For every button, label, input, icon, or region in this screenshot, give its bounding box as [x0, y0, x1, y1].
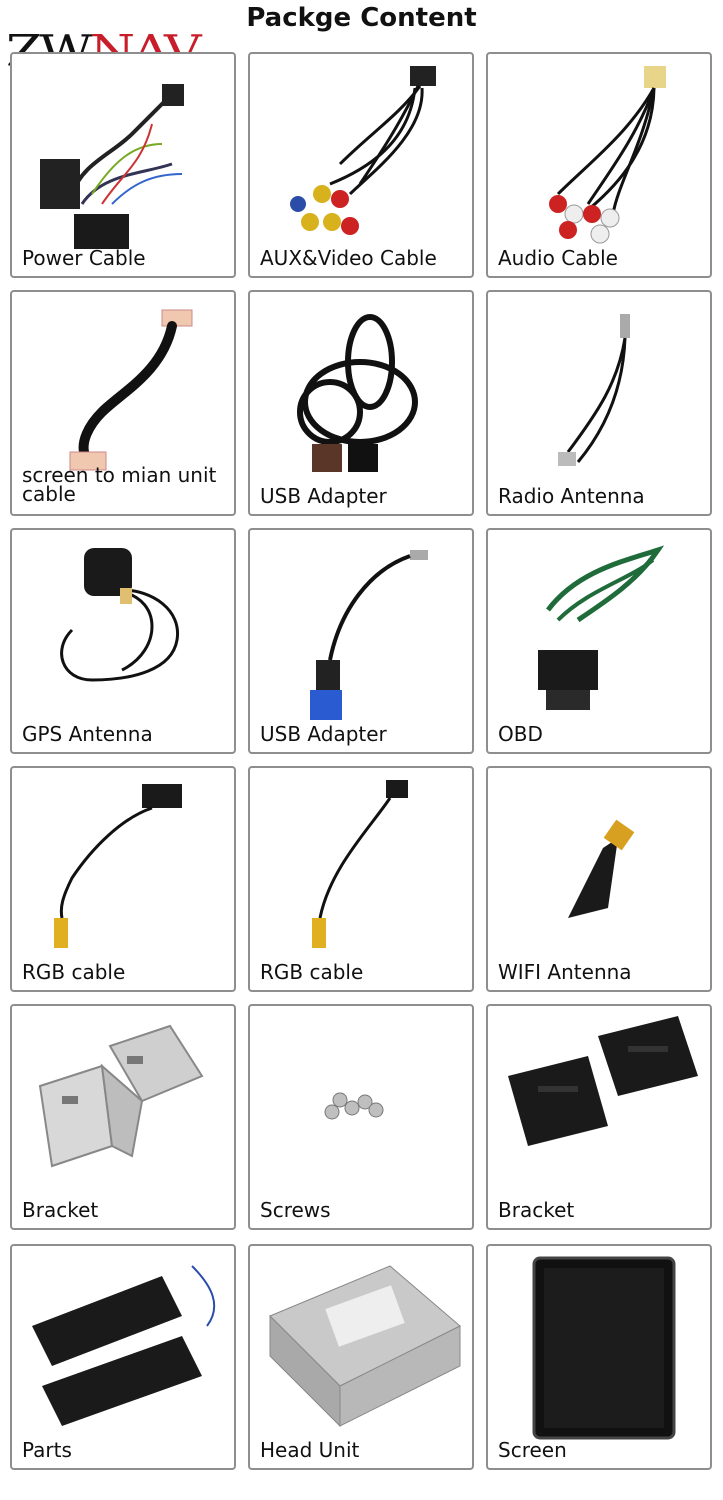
item-label: Audio Cable	[498, 246, 618, 270]
item-radio-antenna: Radio Antenna	[486, 290, 712, 516]
item-label: USB Adapter	[260, 722, 387, 746]
aux-video-cable-image	[290, 66, 436, 235]
item-label: AUX&Video Cable	[260, 246, 437, 270]
item-label: Head Unit	[260, 1438, 360, 1462]
item-audio-cable: Audio Cable	[486, 52, 712, 278]
item-wifi-antenna: WIFI Antenna	[486, 766, 712, 992]
item-label: RGB cable	[260, 960, 364, 984]
item-obd: OBD	[486, 528, 712, 754]
usb-adapter-2-image	[310, 550, 428, 720]
power-cable-image	[40, 84, 184, 249]
gps-antenna-image	[60, 548, 179, 682]
item-label: Screws	[260, 1198, 331, 1222]
obd-image	[538, 545, 665, 710]
wifi-antenna-image	[568, 819, 635, 918]
rgb-cable-image	[54, 784, 182, 948]
item-label: Parts	[22, 1438, 72, 1462]
head-unit-image	[269, 1265, 461, 1428]
item-rgb-cable: RGB cable	[10, 766, 236, 992]
item-label: GPS Antenna	[22, 722, 153, 746]
item-label: Bracket	[498, 1198, 575, 1222]
item-label: RGB cable	[22, 960, 126, 984]
bracket-image	[38, 1024, 204, 1168]
item-screws: Screws	[248, 1004, 474, 1230]
item-label: OBD	[498, 722, 543, 746]
screen-image	[532, 1256, 676, 1440]
audio-cable-image	[549, 66, 666, 244]
screen-to-main-unit-cable-image	[69, 309, 193, 471]
item-screen: Screen	[486, 1244, 712, 1470]
item-usb-adapter-2: USB Adapter	[248, 528, 474, 754]
item-bracket-2: Bracket	[486, 1004, 712, 1230]
item-label: USB Adapter	[260, 484, 387, 508]
item-label: Radio Antenna	[498, 484, 645, 508]
item-label: screen to mian unit cable	[22, 463, 217, 506]
item-bracket: Bracket	[10, 1004, 236, 1230]
item-aux-video-cable: AUX&Video Cable	[248, 52, 474, 278]
item-label: Bracket	[22, 1198, 99, 1222]
screws-image	[324, 1092, 384, 1120]
item-label: Power Cable	[22, 246, 146, 270]
rgb-cable-2-image	[312, 780, 408, 948]
item-rgb-cable-2: RGB cable	[248, 766, 474, 992]
item-label: Screen	[498, 1438, 567, 1462]
item-label: WIFI Antenna	[498, 960, 632, 984]
usb-adapter-image	[297, 314, 418, 472]
item-parts: Parts	[10, 1244, 236, 1470]
radio-antenna-image	[558, 314, 630, 466]
item-screen-to-main-unit-cable: screen to mian unit cable	[10, 290, 236, 516]
bracket-2-image	[508, 1016, 698, 1146]
item-usb-adapter: USB Adapter	[248, 290, 474, 516]
item-gps-antenna: GPS Antenna	[10, 528, 236, 754]
parts-image	[32, 1265, 216, 1426]
page-title: Packge Content	[246, 3, 477, 33]
item-head-unit: Head Unit	[248, 1244, 474, 1470]
item-power-cable: Power Cable	[10, 52, 236, 278]
